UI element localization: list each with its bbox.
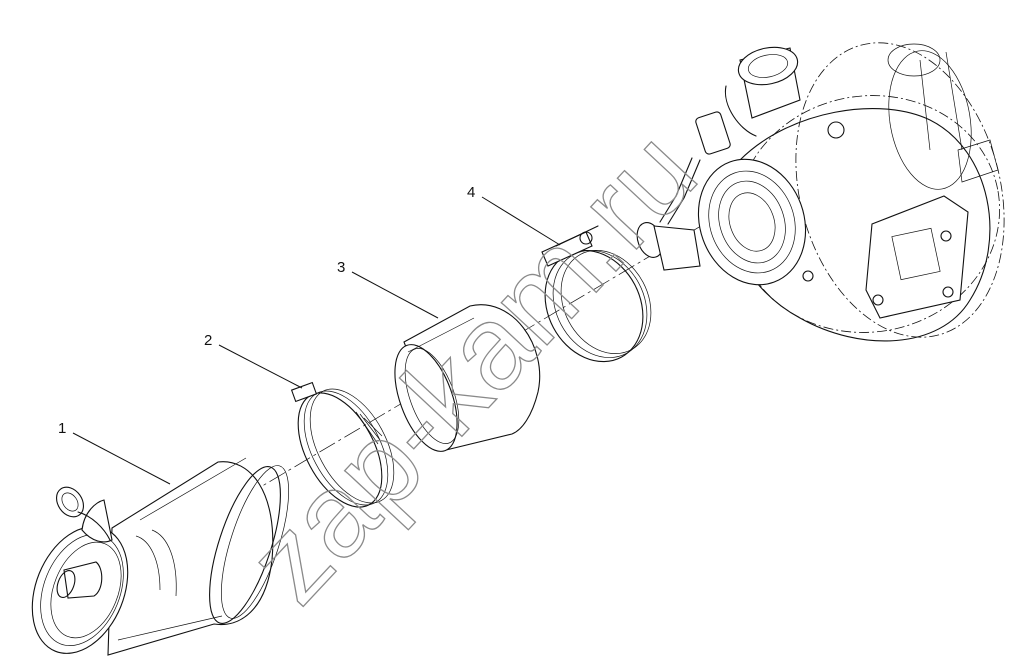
callout-1: 1 <box>58 420 171 485</box>
part-3-connecting-sleeve <box>394 304 541 452</box>
callout-label-1: 1 <box>58 420 66 437</box>
turbocharger-assembly <box>636 42 1005 342</box>
callout-2: 2 <box>204 332 303 389</box>
callout-3: 3 <box>337 259 439 319</box>
callout-label-4: 4 <box>467 184 475 201</box>
part-4-t-bolt-clamp <box>541 225 652 363</box>
callout-label-2: 2 <box>204 332 212 349</box>
part-2-hose-clamp <box>290 381 395 508</box>
callout-4: 4 <box>467 184 561 246</box>
part-1-filter-housing <box>31 457 289 656</box>
callout-label-3: 3 <box>337 259 345 276</box>
